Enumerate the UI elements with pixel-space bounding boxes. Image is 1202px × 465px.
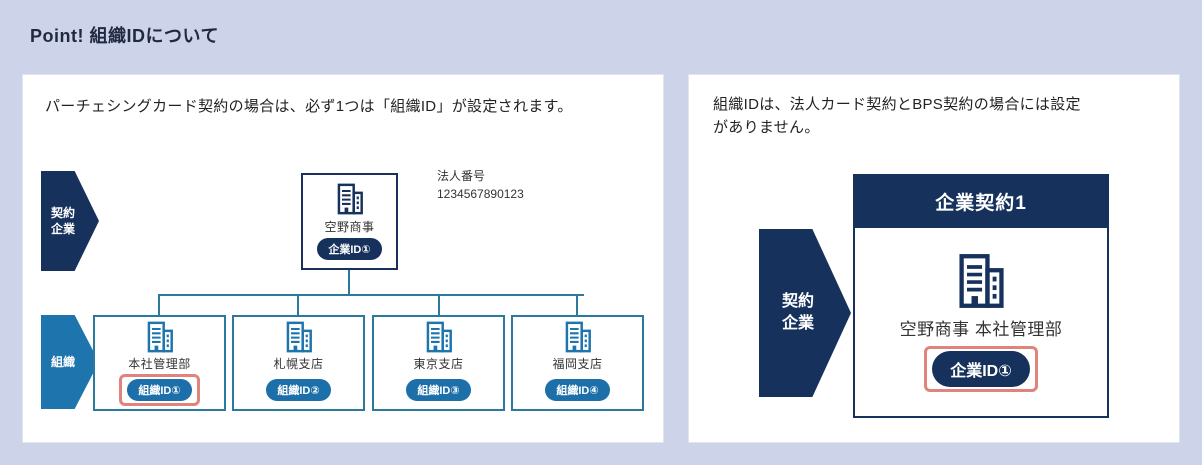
- building-icon: [334, 183, 366, 215]
- page-title: Point! 組織IDについて: [30, 26, 219, 46]
- org-node-name: 札幌支店: [273, 356, 324, 371]
- building-icon: [423, 321, 455, 353]
- contract-company-arrow-label: 契約企業: [50, 205, 75, 236]
- building-icon: [562, 321, 594, 353]
- corporate-number-value: 1234567890123: [437, 187, 524, 201]
- contract-company-arrow-label: 契約企業: [781, 293, 814, 332]
- org-chart-connector: [158, 294, 584, 296]
- org-id-badge: 組織ID③: [406, 378, 471, 401]
- building-icon: [283, 321, 315, 353]
- org-chart-connector: [297, 296, 299, 315]
- org-id-badge: 組織ID④: [545, 378, 610, 401]
- org-chart-connector: [576, 296, 578, 315]
- contract-company-name: 空野商事 本社管理部: [899, 319, 1063, 339]
- badge-spacer: 組織ID④: [537, 374, 617, 406]
- contract-company-arrow: 契約企業: [41, 171, 99, 271]
- contract-box-header: 企業契約1: [853, 174, 1109, 228]
- left-panel-description: パーチェシングカード契約の場合は、必ず1つは「組織ID」が設定されます。: [45, 98, 573, 115]
- contract-company-arrow: 契約企業: [759, 229, 851, 397]
- building-icon: [953, 253, 1009, 309]
- corporate-contract-box: 企業契約1 空野商事 本社管理部 企業ID①: [853, 174, 1109, 418]
- org-node-sapporo: 札幌支店 組織ID②: [232, 315, 365, 411]
- org-node-name: 福岡支店: [552, 356, 603, 371]
- highlight-frame: 企業ID①: [924, 345, 1038, 392]
- org-node-tokyo: 東京支店 組織ID③: [372, 315, 505, 411]
- org-chart-connector: [348, 270, 350, 294]
- org-chart-connector: [438, 296, 440, 315]
- org-node-name: 本社管理部: [128, 356, 191, 371]
- badge-spacer: 組織ID③: [398, 374, 478, 406]
- org-id-badge: 組織ID①: [127, 378, 192, 401]
- org-node-honsha: 本社管理部 組織ID①: [93, 315, 226, 411]
- parent-company-node: 空野商事 企業ID①: [301, 173, 398, 270]
- contract-box-body: 空野商事 本社管理部 企業ID①: [853, 228, 1109, 418]
- purchasing-card-panel: パーチェシングカード契約の場合は、必ず1つは「組織ID」が設定されます。 契約企…: [22, 74, 664, 443]
- corporate-card-panel: 組織IDは、法人カード契約とBPS契約の場合には設定がありません。 契約企業 企…: [688, 74, 1180, 443]
- corporate-number-label: 法人番号: [437, 169, 486, 183]
- building-icon: [144, 321, 176, 353]
- org-id-badge: 組織ID②: [266, 378, 331, 401]
- corporate-number: 法人番号 1234567890123: [437, 167, 524, 203]
- parent-company-name: 空野商事: [324, 220, 375, 234]
- company-id-badge: 企業ID①: [317, 238, 382, 260]
- organization-arrow: 組織: [41, 315, 99, 409]
- highlight-frame: 組織ID①: [119, 373, 200, 406]
- right-panel-description: 組織IDは、法人カード契約とBPS契約の場合には設定がありません。: [713, 96, 1081, 137]
- badge-spacer: 組織ID②: [258, 374, 338, 406]
- org-node-name: 東京支店: [413, 356, 464, 371]
- organization-arrow-label: 組織: [50, 354, 75, 369]
- company-id-badge: 企業ID①: [932, 350, 1030, 387]
- org-node-fukuoka: 福岡支店 組織ID④: [511, 315, 644, 411]
- org-chart-connector: [158, 296, 160, 315]
